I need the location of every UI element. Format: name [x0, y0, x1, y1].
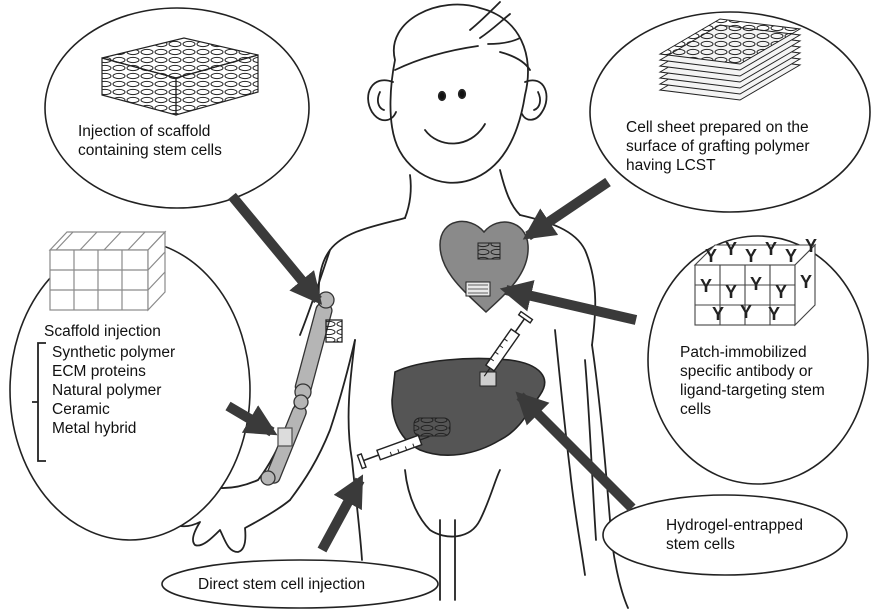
svg-text:Y: Y [740, 302, 752, 322]
svg-text:Y: Y [750, 274, 762, 294]
svg-text:Y: Y [712, 304, 724, 324]
label-line: surface of grafting polymer [626, 137, 810, 156]
scaffold-materials-list: Synthetic polymer ECM proteins Natural p… [52, 343, 175, 438]
arrow-scaffold-to-humerus [232, 196, 318, 300]
hair [395, 2, 530, 70]
svg-text:Y: Y [725, 282, 737, 302]
material-item: Synthetic polymer [52, 343, 175, 362]
svg-text:Y: Y [725, 239, 737, 259]
radius-bone [261, 395, 308, 485]
right-ear [522, 80, 547, 119]
heart-organ [440, 221, 528, 312]
label-line: Hydrogel-entrapped [666, 516, 803, 535]
label-line: Injection of scaffold [78, 122, 222, 141]
svg-text:Y: Y [785, 246, 797, 266]
label-line: specific antibody or [680, 362, 825, 381]
arrow-cellsheet-to-heart [528, 182, 608, 236]
label-injection-scaffold: Injection of scaffold containing stem ce… [78, 122, 222, 160]
material-item: Ceramic [52, 400, 175, 419]
material-item: ECM proteins [52, 362, 175, 381]
svg-text:Y: Y [765, 239, 777, 259]
left-eye [439, 92, 445, 100]
svg-text:Y: Y [805, 236, 817, 256]
label-line: Patch-immobilized [680, 343, 825, 362]
material-item: Natural polymer [52, 381, 175, 400]
svg-text:Y: Y [775, 282, 787, 302]
label-line: having LCST [626, 156, 810, 175]
svg-text:Y: Y [700, 276, 712, 296]
svg-text:Y: Y [705, 246, 717, 266]
label-line: stem cells [666, 535, 803, 554]
label-hydrogel: Hydrogel-entrapped stem cells [666, 516, 803, 554]
svg-text:Y: Y [800, 272, 812, 292]
label-direct-injection: Direct stem cell injection [198, 575, 365, 594]
humerus-bone [294, 292, 342, 400]
svg-text:Y: Y [768, 304, 780, 324]
svg-text:Y: Y [745, 246, 757, 266]
arrow-direct-to-liver [322, 480, 360, 550]
label-scaffold-injection-title: Scaffold injection [44, 322, 161, 341]
scaffold-grid-cube-icon [50, 232, 165, 310]
arrow-hydrogel-to-liver [520, 396, 632, 508]
material-item: Metal hybrid [52, 419, 175, 438]
smile [425, 124, 485, 144]
label-line: Cell sheet prepared on the [626, 118, 810, 137]
right-eye [459, 90, 465, 98]
label-line: containing stem cells [78, 141, 222, 160]
label-cell-sheet: Cell sheet prepared on the surface of gr… [626, 118, 810, 175]
label-line: ligand-targeting stem [680, 381, 825, 400]
label-patch-antibody: Patch-immobilized specific antibody or l… [680, 343, 825, 419]
label-line: cells [680, 400, 825, 419]
